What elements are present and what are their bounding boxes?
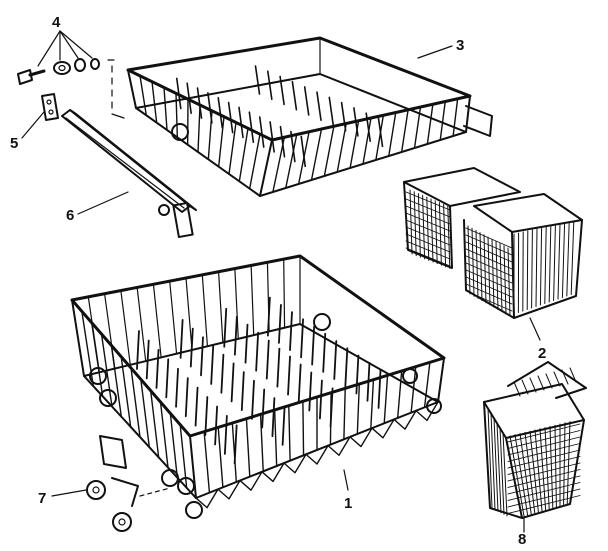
callout-2: 2 xyxy=(538,345,546,362)
callout-4: 4 xyxy=(52,14,61,31)
part-5-bracket xyxy=(21,93,59,139)
part-4-fasteners xyxy=(17,30,125,119)
callout-7: 7 xyxy=(38,490,46,507)
basket-8-mesh xyxy=(487,367,581,517)
part-7-roller-assembly xyxy=(51,435,171,532)
callout-5: 5 xyxy=(10,135,18,152)
callout-8: 8 xyxy=(518,531,526,548)
part-6-rail xyxy=(61,109,197,238)
upper-rack-wires xyxy=(139,65,459,193)
basket-2-mesh xyxy=(405,189,575,319)
lower-rack-wires xyxy=(81,258,439,509)
callout-1: 1 xyxy=(344,495,352,512)
part-1-lower-rack xyxy=(70,254,446,519)
part-3-upper-rack xyxy=(126,36,493,197)
callout-6: 6 xyxy=(66,207,74,224)
part-8-basket xyxy=(483,361,587,533)
part-2-silverware-baskets xyxy=(403,167,583,341)
callout-3: 3 xyxy=(456,37,464,54)
